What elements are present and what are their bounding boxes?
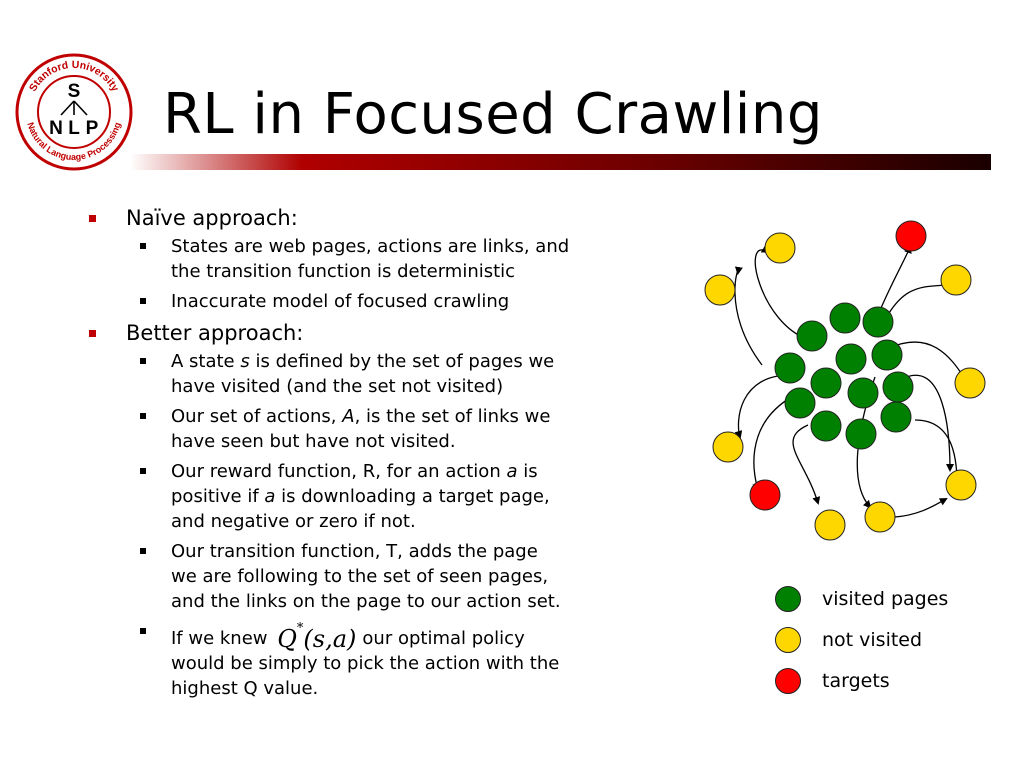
unvisited-page-node [864, 501, 896, 533]
visited-page-node [810, 367, 842, 399]
svg-text:N: N [49, 118, 63, 139]
link-arrow [894, 498, 948, 518]
target-page-node [749, 479, 781, 511]
bullet-square-icon [140, 298, 146, 304]
link-arrows [734, 245, 970, 518]
unvisited-page-node [704, 274, 736, 306]
crawl-graph-diagram [704, 220, 986, 541]
unvisited-page-node [940, 264, 972, 296]
bullet-square-icon [140, 413, 146, 419]
target-dot-icon [775, 667, 801, 694]
bullet-square-icon [140, 358, 146, 364]
visited-page-node [774, 352, 806, 384]
slide-title: RL in Focused Crawling [163, 82, 823, 147]
visited-page-node [835, 343, 867, 375]
sub-bullet: Our transition function, T, adds the pag… [126, 539, 664, 614]
unvisited-page-node [945, 469, 977, 501]
svg-text:S: S [68, 81, 81, 102]
bullet-square-icon [89, 330, 96, 337]
bullet-square-icon [140, 628, 146, 634]
bullet-list: Naïve approach: States are web pages, ac… [84, 200, 664, 706]
link-arrow [734, 374, 791, 439]
bullet-square-icon [140, 468, 146, 474]
link-arrow [792, 424, 821, 505]
unvisited-page-node [764, 232, 796, 264]
page-nodes [704, 220, 986, 541]
svg-text:P: P [86, 118, 99, 139]
visited-page-node [862, 306, 894, 338]
bullet-naive-approach: Naïve approach: States are web pages, ac… [84, 204, 664, 314]
bullet-square-icon [140, 548, 146, 554]
visited-page-node [796, 320, 828, 352]
visited-page-node [845, 418, 877, 450]
link-arrow [754, 245, 811, 341]
legend-item-not-visited: not visited [775, 619, 1005, 660]
visited-dot-icon [775, 585, 801, 612]
not-visited-dot-icon [775, 626, 801, 653]
visited-page-node [784, 387, 816, 419]
bullet-square-icon [89, 215, 96, 222]
visited-page-node [880, 401, 912, 433]
legend-label: targets [822, 669, 890, 692]
target-page-node [895, 220, 927, 252]
title-divider-bar [130, 154, 991, 170]
visited-page-node [847, 377, 879, 409]
visited-page-node [871, 339, 903, 371]
unvisited-page-node [814, 509, 846, 541]
bullet-square-icon [140, 243, 146, 249]
unvisited-page-node [712, 431, 744, 463]
legend: visited pages not visited targets [775, 578, 1005, 701]
legend-item-visited: visited pages [775, 578, 1005, 619]
sub-bullet: Our reward function, R, for an action a … [126, 459, 664, 534]
link-arrow [899, 374, 954, 472]
sub-bullet: Inaccurate model of focused crawling [126, 289, 664, 314]
legend-label: not visited [822, 628, 923, 651]
legend-label: visited pages [822, 587, 949, 610]
link-arrow [734, 266, 763, 366]
sub-bullet: States are web pages, actions are links,… [126, 234, 664, 284]
legend-item-targets: targets [775, 660, 1005, 701]
visited-page-node [829, 302, 861, 334]
svg-text:L: L [68, 118, 80, 139]
q-star-formula: Q*(s,a) [277, 621, 357, 653]
stanford-nlp-logo: Stanford University Natural Language Pro… [15, 53, 133, 171]
visited-page-node [882, 371, 914, 403]
bullet-better-approach: Better approach: A state s is defined by… [84, 319, 664, 701]
visited-page-node [810, 410, 842, 442]
sub-bullet: Our set of actions, A, is the set of lin… [126, 404, 664, 454]
sub-bullet: A state s is defined by the set of pages… [126, 349, 664, 399]
sub-bullet: If we knew Q*(s,a)our optimal policy wou… [126, 619, 664, 701]
unvisited-page-node [954, 367, 986, 399]
